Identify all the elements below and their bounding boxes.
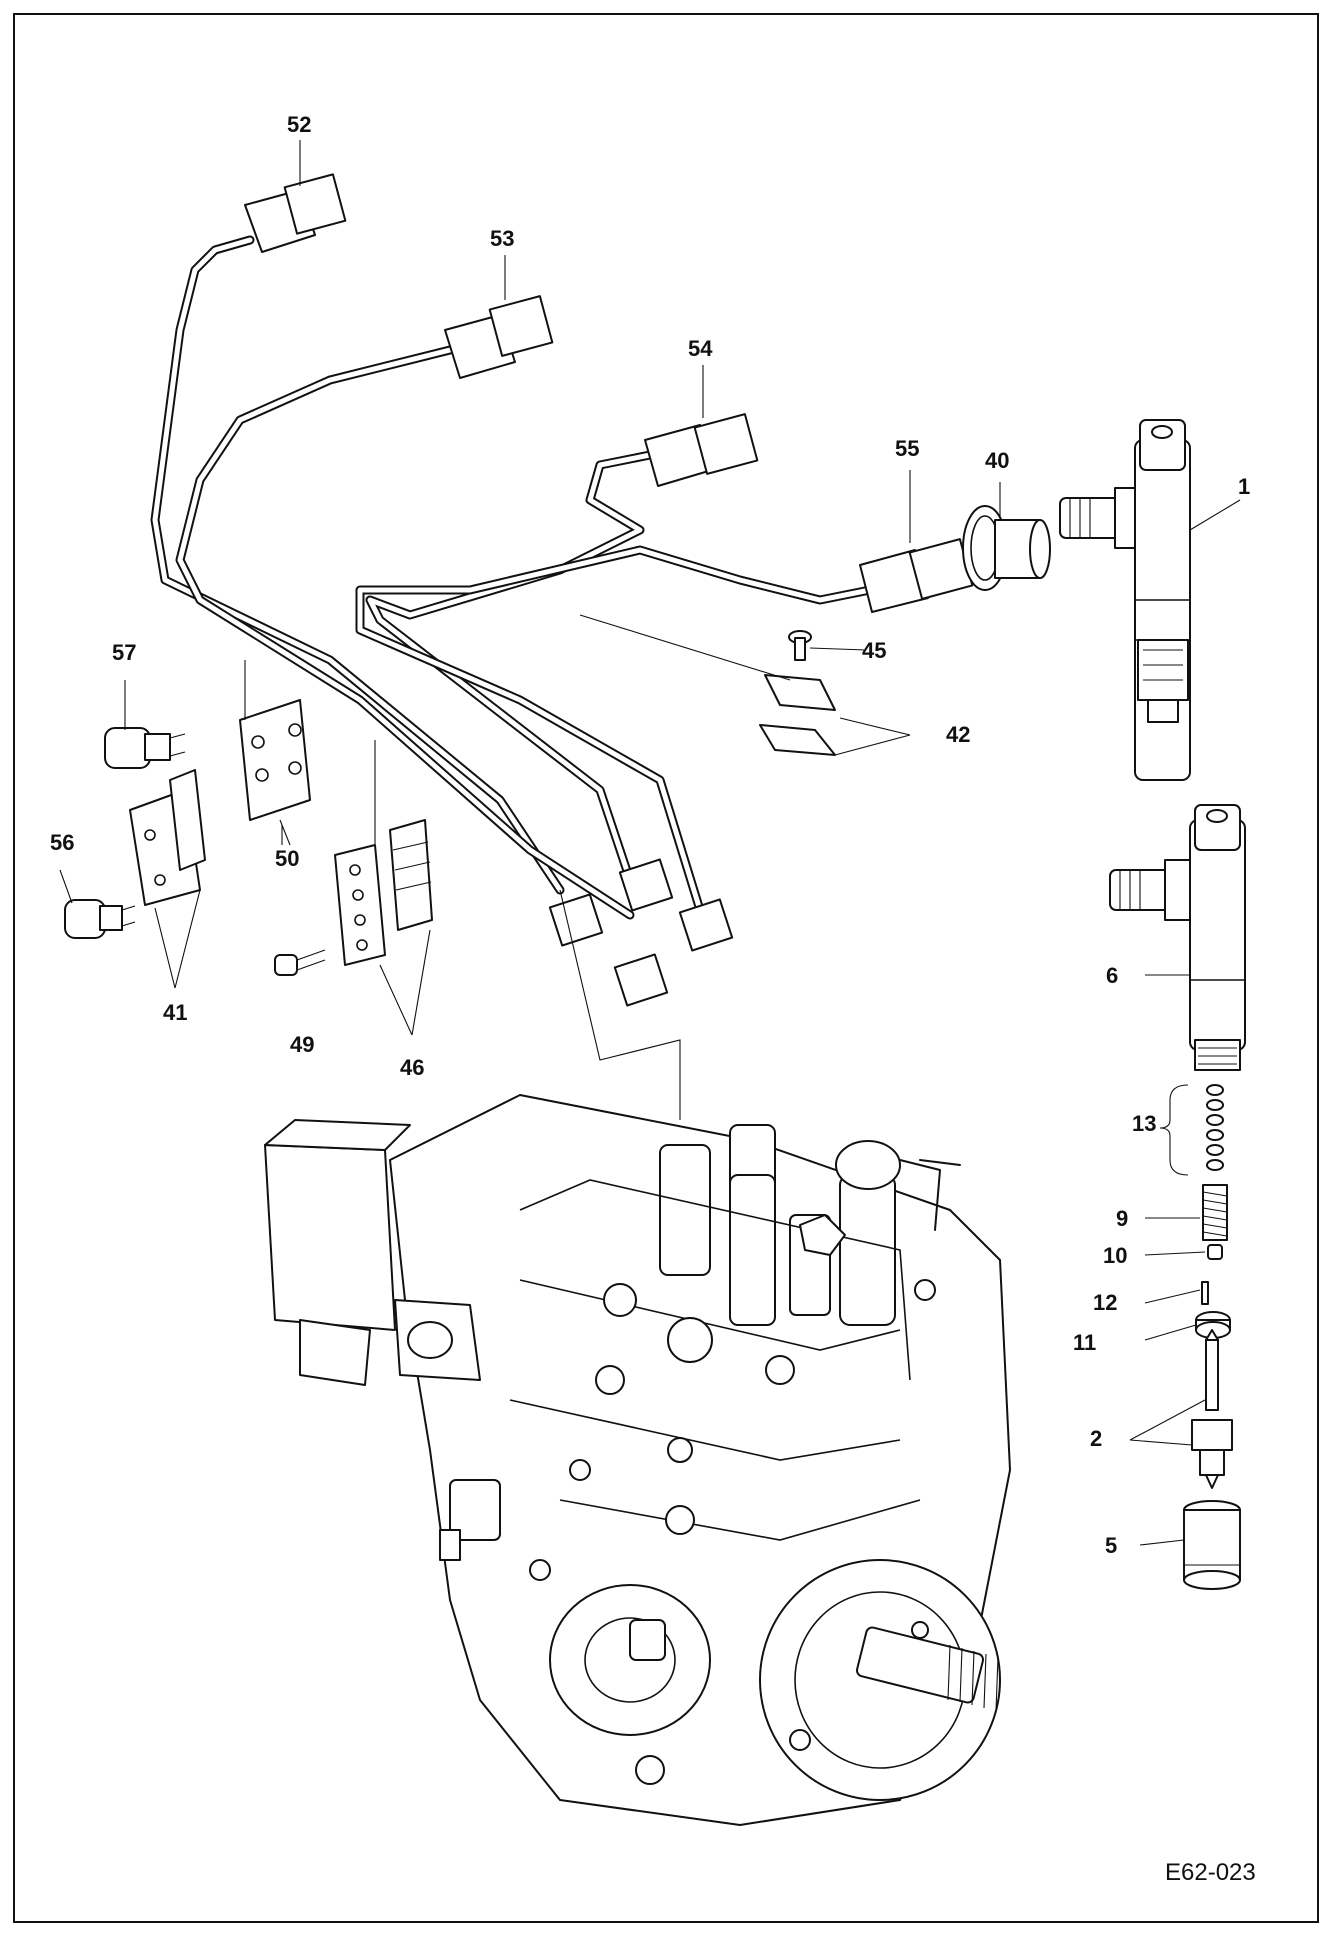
retaining-nut-5: [1183, 1500, 1241, 1590]
nozzle-holder-1: [1059, 419, 1191, 781]
nozzle-holder-6: [1109, 804, 1246, 1071]
callout-56: 56: [50, 830, 74, 855]
callout-57: 57: [112, 640, 136, 665]
injection-pipe-53: [175, 345, 635, 920]
callout-50: 50: [275, 846, 299, 871]
injection-pipe-55: [355, 545, 875, 915]
pipe-to-pump-leader: [559, 889, 681, 1120]
callout-52: 52: [287, 112, 311, 137]
clamp-41: [129, 769, 206, 906]
callout-13: 13: [1132, 1111, 1156, 1136]
shims-13: [1206, 1084, 1224, 1171]
pipe-nut-54: [644, 413, 759, 487]
seal-40: [962, 505, 1051, 591]
lower-pipe-nuts: [548, 858, 734, 1007]
callout-54: 54: [688, 336, 713, 361]
injection-pump: [264, 1094, 1011, 1826]
figure-code: E62-023: [1165, 1859, 1256, 1886]
nozzle-2: [1191, 1329, 1233, 1489]
injection-pipe-54: [365, 450, 655, 885]
callout-45: 45: [862, 638, 886, 663]
pipe-nut-55: [859, 538, 974, 613]
callout-1: 1: [1238, 474, 1250, 499]
spring-seat-10: [1207, 1244, 1223, 1260]
bolt-45: [788, 630, 812, 661]
bracket-50: [239, 699, 311, 821]
callout-11: 11: [1073, 1330, 1096, 1355]
callout-40: 40: [985, 448, 1009, 473]
callout-49: 49: [290, 1032, 314, 1057]
bolt-57: [104, 727, 186, 769]
callout-9: 9: [1116, 1206, 1128, 1231]
callout-6: 6: [1106, 963, 1118, 988]
callout-labels: 52 53 54 55 40 1 45 42 57 56 50 41 49 46…: [50, 112, 1250, 1558]
pipe-nut-52: [244, 173, 347, 253]
callout-2: 2: [1090, 1426, 1102, 1451]
callout-12: 12: [1093, 1290, 1117, 1315]
injection-pipe-52: [150, 235, 565, 895]
callout-41: 41: [163, 1000, 187, 1025]
pipe-nut-53: [444, 295, 554, 379]
clamp-46: [334, 819, 433, 966]
leader-lines: [59, 140, 1241, 1546]
callout-10: 10: [1103, 1243, 1127, 1268]
callout-5: 5: [1105, 1533, 1117, 1558]
callout-42: 42: [946, 722, 970, 747]
page-border: [13, 13, 1319, 1923]
callout-55: 55: [895, 436, 919, 461]
screw-49: [274, 949, 326, 976]
pin-12: [1201, 1281, 1209, 1305]
callout-46: 46: [400, 1055, 424, 1080]
callout-53: 53: [490, 226, 514, 251]
clamp-42: [759, 674, 836, 756]
bolt-56: [64, 899, 136, 939]
spring-9: [1202, 1184, 1228, 1241]
